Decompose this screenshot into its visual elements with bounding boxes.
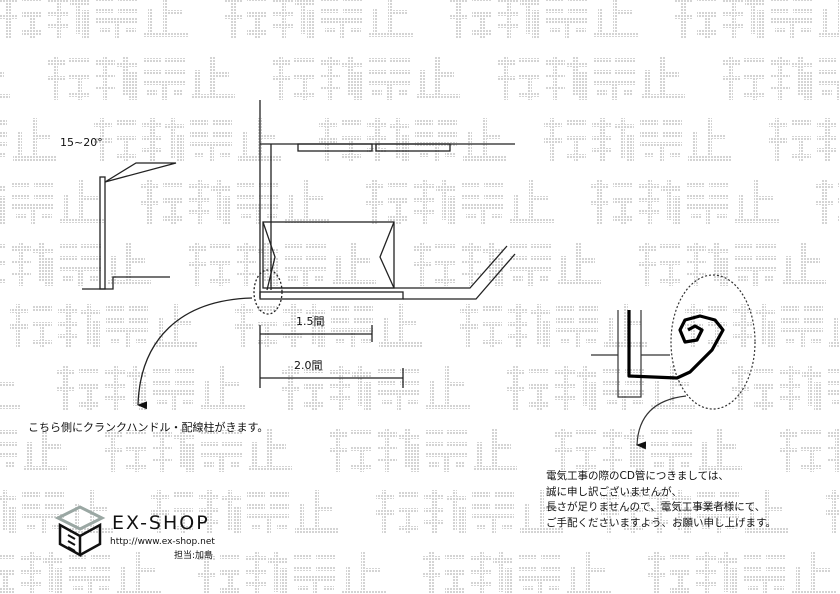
- watermark-mark: [104, 428, 292, 472]
- note-line: 長さが足りませんので、電気工事業者様にて、: [546, 501, 766, 513]
- angle-label: 15~20°: [60, 136, 103, 149]
- watermark-mark: [460, 304, 648, 348]
- watermark-mark: [141, 180, 329, 224]
- watermark-mark: [0, 242, 151, 286]
- watermark-mark: [151, 490, 339, 534]
- watermark-mark: [0, 0, 188, 38]
- dimension-2-0-ken: 2.0間: [294, 359, 323, 372]
- note-line: 電気工事の際のCD管につきましては、: [546, 470, 729, 482]
- watermark-mark: [769, 118, 840, 162]
- watermark-mark: [497, 56, 685, 100]
- watermark-mark: [648, 552, 836, 594]
- watermark-mark: [638, 242, 826, 286]
- dimension-1-5-ken: 1.5間: [296, 315, 325, 328]
- watermark-mark: [675, 0, 840, 38]
- pole-side-view: [82, 162, 177, 290]
- cd-pipe-coil: [627, 310, 725, 380]
- watermark-mark: [423, 552, 611, 594]
- crank-handle-note: こちら側にクランクハンドル・配線柱がきます。: [28, 421, 269, 434]
- watermark-mark: [272, 56, 460, 100]
- watermark-mark: [188, 242, 376, 286]
- watermark-mark: [376, 490, 564, 534]
- logo-cube-icon: [54, 505, 106, 558]
- watermark-mark: [282, 366, 470, 410]
- watermark-mark: [450, 0, 638, 38]
- watermark-mark: [0, 428, 67, 471]
- watermark-mark: [10, 304, 198, 348]
- watermark-mark: [366, 180, 554, 224]
- watermark-mark: [544, 118, 732, 162]
- logo-url: http://www.ex-shop.net: [110, 537, 215, 547]
- cd-pipe-note: 電気工事の際のCD管につきましては、 誠に申し訳ございませんが、 長さが足りませ…: [546, 469, 776, 531]
- cd-pipe-detail: [591, 274, 756, 450]
- watermark-mark: [826, 490, 840, 534]
- watermark-mark: [329, 428, 517, 472]
- watermark-mark: [47, 56, 235, 100]
- watermark-mark: [235, 304, 423, 348]
- watermark-mark: [0, 72, 10, 99]
- watermark-mark: [0, 382, 20, 409]
- plan-view: [137, 100, 516, 410]
- staff-label: 担当:加島: [174, 551, 214, 561]
- watermark-mark: [225, 0, 413, 38]
- watermark-mark: [816, 180, 840, 224]
- watermark-mark: [554, 428, 742, 472]
- watermark-mark: [591, 180, 779, 224]
- watermark-mark: [198, 552, 386, 594]
- note-line: ご手配くださいますよう、お願い申し上げます。: [546, 516, 776, 529]
- watermark-mark: [722, 56, 840, 100]
- watermark-mark: [0, 180, 104, 224]
- watermark-mark: [0, 118, 57, 161]
- note-line: 誠に申し訳ございませんが、: [546, 485, 682, 498]
- watermark-mark: [601, 490, 789, 534]
- watermark-mark: [57, 366, 245, 410]
- watermark-mark: [0, 552, 161, 594]
- watermark-mark: [779, 428, 840, 472]
- logo-name: EX-SHOP: [112, 512, 210, 534]
- watermark-mark: [507, 366, 695, 410]
- watermark-mark: [732, 366, 840, 410]
